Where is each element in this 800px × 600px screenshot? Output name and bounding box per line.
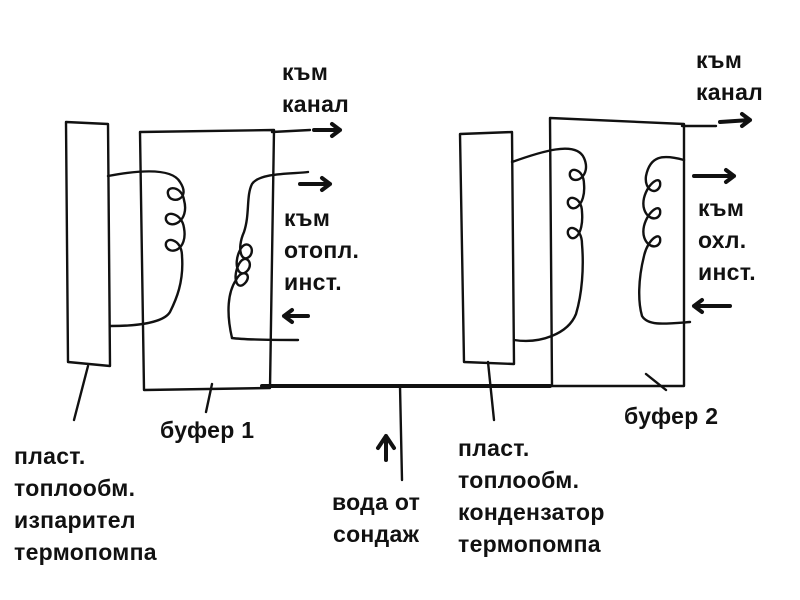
label-buffer1: буфер 1 <box>160 414 254 446</box>
label-condenser: пласт. топлообм. кондензатор термопомпа <box>458 432 605 560</box>
evaporator-leader <box>72 364 90 422</box>
label-to-heating: към отопл. инст. <box>284 202 359 298</box>
label-line: пласт. <box>14 443 86 469</box>
buffer2-leader <box>644 372 668 392</box>
label-line: отопл. <box>284 237 360 263</box>
well-water-riser <box>398 384 404 482</box>
channel-arrow-right <box>718 112 752 128</box>
buffer1-outlet-pipe <box>270 128 312 134</box>
label-to-cooling: към охл. инст. <box>698 192 756 288</box>
label-line: кондензатор <box>458 499 605 525</box>
label-to-channel-right: към канал <box>696 44 763 108</box>
condenser-exchanger-shape <box>458 130 516 366</box>
label-buffer2: буфер 2 <box>624 400 718 432</box>
label-line: топлообм. <box>458 467 580 493</box>
label-line: инст. <box>284 269 342 295</box>
heating-return-line <box>230 336 300 342</box>
label-line: инст. <box>698 259 756 285</box>
label-line: към <box>282 59 329 85</box>
buffer2-tank <box>548 116 686 388</box>
channel-arrow-left <box>312 122 342 138</box>
buffer2-primary-coil <box>510 147 588 343</box>
buffer2-cooling-coil <box>638 155 692 325</box>
label-line: към <box>698 195 745 221</box>
label-line: топлообм. <box>14 475 136 501</box>
label-line: към <box>696 47 743 73</box>
buffer1-heating-coil <box>227 170 310 340</box>
cooling-supply-arrow <box>692 168 736 184</box>
label-line: термопомпа <box>14 539 157 565</box>
buffer1-tank <box>138 128 276 392</box>
label-to-channel-left: към канал <box>282 56 349 120</box>
label-line: изпарител <box>14 507 136 533</box>
well-water-arrow <box>376 434 396 462</box>
evaporator-exchanger-shape <box>64 120 112 368</box>
label-line: пласт. <box>458 435 530 461</box>
label-line: към <box>284 205 331 231</box>
condenser-leader <box>486 360 496 422</box>
label-line: буфер 1 <box>160 417 255 443</box>
label-line: сондаж <box>332 521 420 547</box>
label-line: канал <box>696 79 764 105</box>
label-evaporator: пласт. топлообм. изпарител термопомпа <box>14 440 157 568</box>
label-line: канал <box>282 91 350 117</box>
label-line: охл. <box>698 227 747 253</box>
heating-return-arrow <box>282 308 310 324</box>
label-line: вода от <box>332 489 421 515</box>
label-line: термопомпа <box>458 531 601 557</box>
heating-supply-arrow <box>298 176 332 192</box>
buffer1-primary-coil <box>106 170 187 328</box>
buffer1-leader <box>204 382 214 414</box>
cooling-return-arrow <box>692 298 732 314</box>
label-line: буфер 2 <box>624 403 719 429</box>
label-well-water: вода от сондаж <box>332 486 420 550</box>
